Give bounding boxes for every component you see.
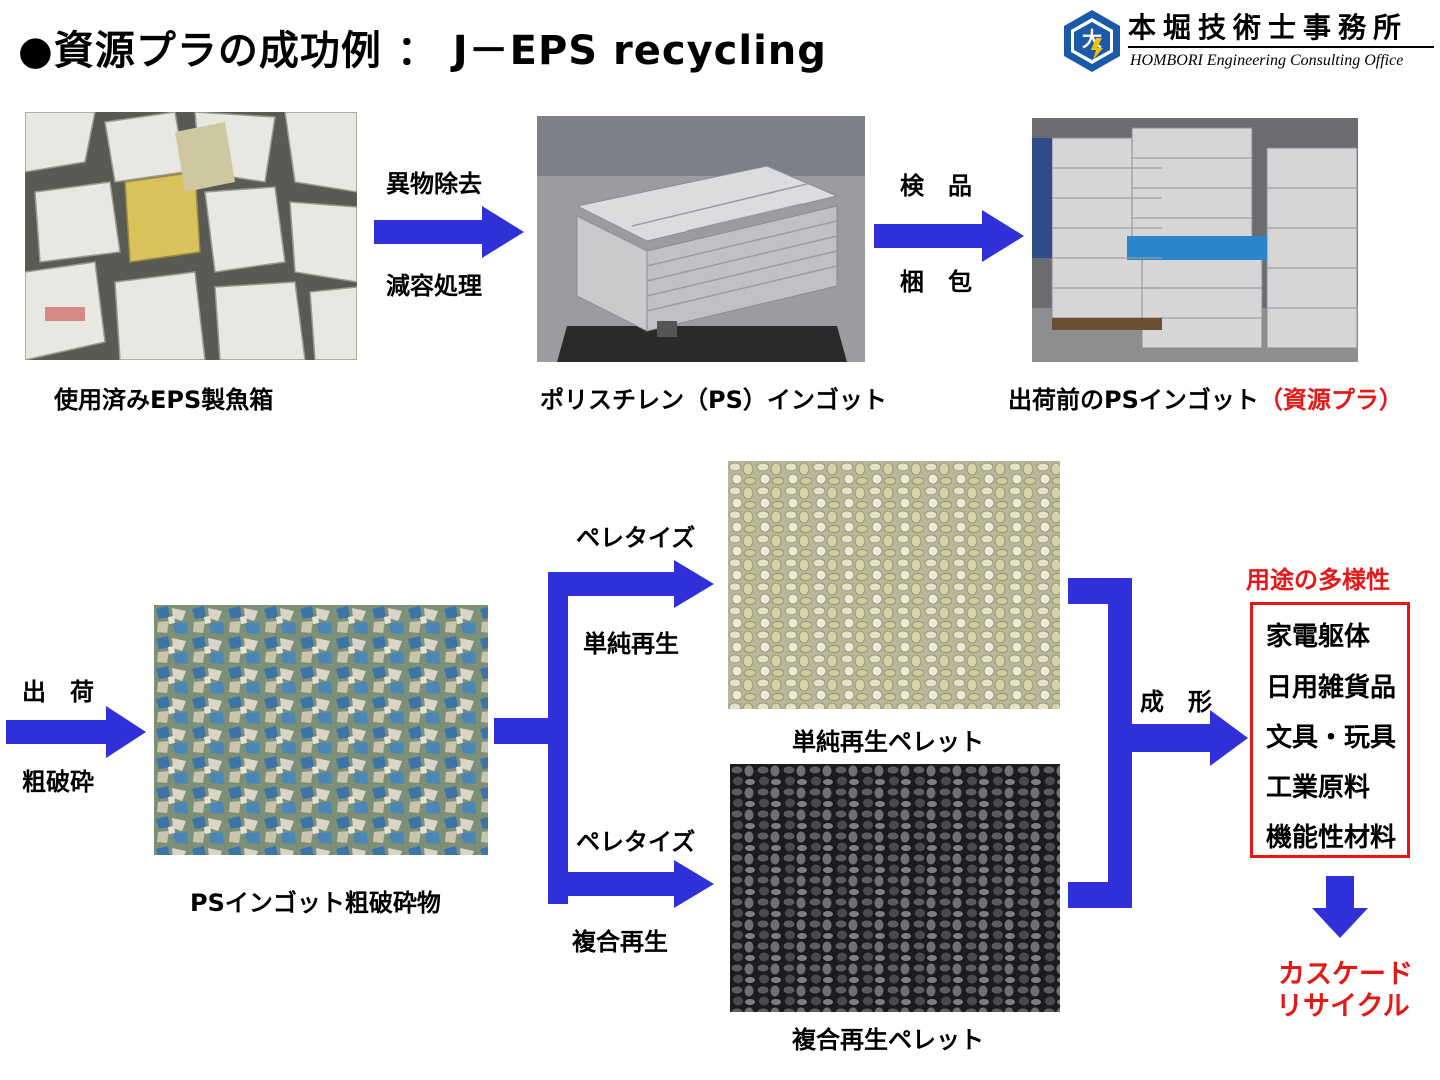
photo-composite-pellets — [730, 764, 1060, 1012]
arrow-right-icon — [374, 206, 524, 258]
merge-connector — [1068, 578, 1248, 908]
uses-title: 用途の多様性 — [1246, 566, 1390, 594]
step-foreign-removal-label: 異物除去 — [386, 170, 482, 198]
branch-connector — [494, 560, 714, 908]
use-item: 日用雑貨品 — [1266, 673, 1397, 703]
photo-ps-ingot — [537, 116, 865, 362]
pelletize-lower-label: ペレタイズ — [576, 828, 696, 856]
composite-regen-label: 複合再生 — [572, 928, 668, 956]
photo-ps-ingot-shipping — [1032, 118, 1358, 362]
photo-simple-pellets — [728, 461, 1060, 709]
simple-regen-label: 単純再生 — [583, 630, 679, 658]
use-item: 家電躯体 — [1266, 622, 1371, 652]
caption-simple-pellets: 単純再生ペレット — [792, 728, 984, 756]
pelletize-upper-label: ペレタイズ — [576, 524, 696, 552]
photo-used-eps-boxes — [25, 112, 357, 360]
caption-resource-plastic: （資源プラ） — [1258, 386, 1403, 414]
photo-crushed-ps — [154, 605, 488, 855]
arrow-right-icon — [874, 210, 1024, 262]
caption-composite-pellets: 複合再生ペレット — [792, 1026, 984, 1054]
step-volume-reduction-label: 減容処理 — [386, 272, 482, 300]
step-inspection-label: 検 品 — [900, 172, 972, 200]
molding-label: 成 形 — [1140, 688, 1212, 716]
caption-shipping-ingot: 出荷前のPSインゴット（資源プラ） — [1008, 380, 1403, 415]
cascade-label-2: リサイクル — [1276, 991, 1410, 1022]
company-logo-icon: 大 — [1064, 10, 1120, 72]
use-item: 機能性材料 — [1266, 823, 1397, 853]
step-coarse-crush-label: 粗破砕 — [22, 768, 94, 796]
logo-name: 本堀技術士事務所 — [1128, 11, 1409, 44]
caption-shipping-ingot-main: 出荷前のPSインゴット — [1008, 386, 1259, 414]
step-shipping-label: 出 荷 — [22, 678, 94, 706]
caption-crushed-ps: PSインゴット粗破砕物 — [190, 889, 441, 917]
cascade-label-1: カスケード — [1278, 959, 1413, 990]
logo-subtitle: HOMBORI Engineering Consulting Office — [1130, 52, 1404, 69]
caption-ps-ingot: ポリスチレン（PS）インゴット — [540, 386, 887, 414]
arrow-right-icon — [6, 706, 146, 758]
uses-box — [1250, 602, 1410, 858]
page-title: ●資源プラの成功例 ： J－EPS recycling — [18, 28, 827, 74]
use-item: 文具・玩具 — [1266, 723, 1397, 753]
caption-used-eps-boxes: 使用済みEPS製魚箱 — [54, 386, 274, 414]
arrow-down-icon — [1312, 876, 1368, 938]
logo-divider — [1128, 46, 1434, 48]
use-item: 工業原料 — [1266, 773, 1371, 803]
step-packing-label: 梱 包 — [900, 268, 972, 296]
